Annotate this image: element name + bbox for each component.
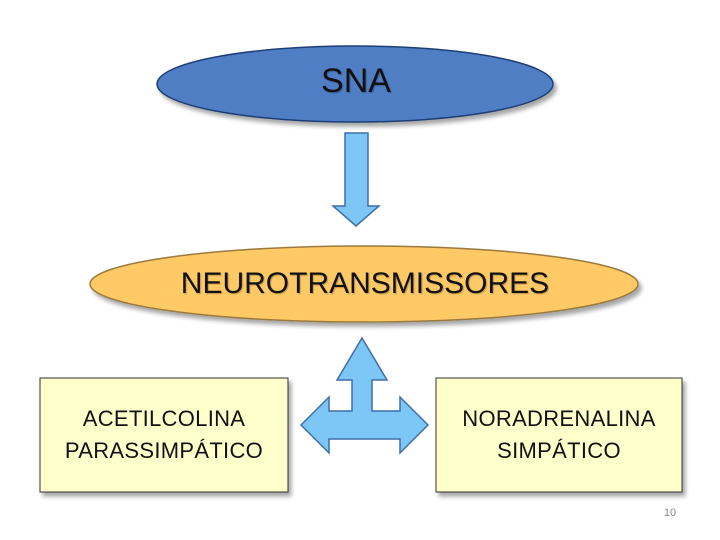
acetilcolina-text: ACETILCOLINA PARASSIMPÁTICO: [40, 378, 288, 492]
acetilcolina-box: [39, 377, 289, 493]
noradrenalina-label: NORADRENALINA: [462, 406, 656, 431]
acetilcolina-label: ACETILCOLINA: [82, 406, 246, 431]
neurotransmissores-label: NEUROTRANSMISSORES: [180, 267, 550, 300]
page-number: 10: [663, 507, 677, 519]
noradrenalina-box: [435, 377, 683, 493]
sna-ellipse: [156, 45, 554, 123]
simpatico-label: SIMPÁTICO: [497, 438, 621, 463]
noradrenalina-text: NORADRENALINA SIMPÁTICO: [436, 378, 682, 492]
down-arrow-icon: [330, 132, 382, 227]
sna-label: SNA: [321, 61, 391, 100]
neurotransmissores-ellipse: [89, 245, 639, 323]
three-way-arrow-icon: [299, 336, 430, 455]
parassimpatico-label: PARASSIMPÁTICO: [64, 438, 264, 463]
